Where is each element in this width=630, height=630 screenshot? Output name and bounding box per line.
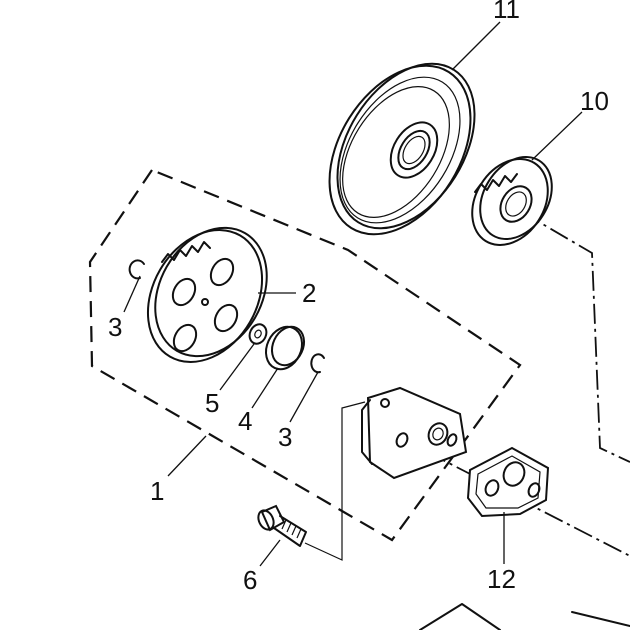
label-part-1: 1	[150, 476, 164, 506]
circlip-right	[310, 353, 325, 374]
bolt	[257, 504, 307, 547]
leader-lines	[123, 21, 583, 567]
label-part-10: 10	[580, 86, 609, 116]
oil-pump-gear	[146, 226, 268, 363]
label-part-2: 2	[302, 278, 316, 308]
bushing	[265, 325, 306, 371]
assembly-boundary	[88, 168, 522, 542]
center-line-right	[521, 211, 630, 463]
label-part-3-left: 3	[108, 312, 122, 342]
washer	[248, 323, 268, 345]
label-part-3-right: 3	[278, 422, 292, 452]
lower-part-fragment-right	[571, 611, 630, 627]
gasket	[466, 446, 550, 518]
center-line-bolt	[304, 401, 366, 561]
drive-gear	[471, 156, 553, 246]
pump-body	[361, 386, 468, 480]
label-part-12: 12	[487, 564, 516, 594]
label-part-11: 11	[493, 0, 520, 24]
label-part-5: 5	[205, 388, 219, 418]
circlip-left	[128, 259, 145, 280]
lower-part-fragment	[419, 603, 501, 630]
pulley	[328, 62, 476, 236]
label-part-4: 4	[238, 406, 252, 436]
label-part-6: 6	[243, 565, 257, 595]
